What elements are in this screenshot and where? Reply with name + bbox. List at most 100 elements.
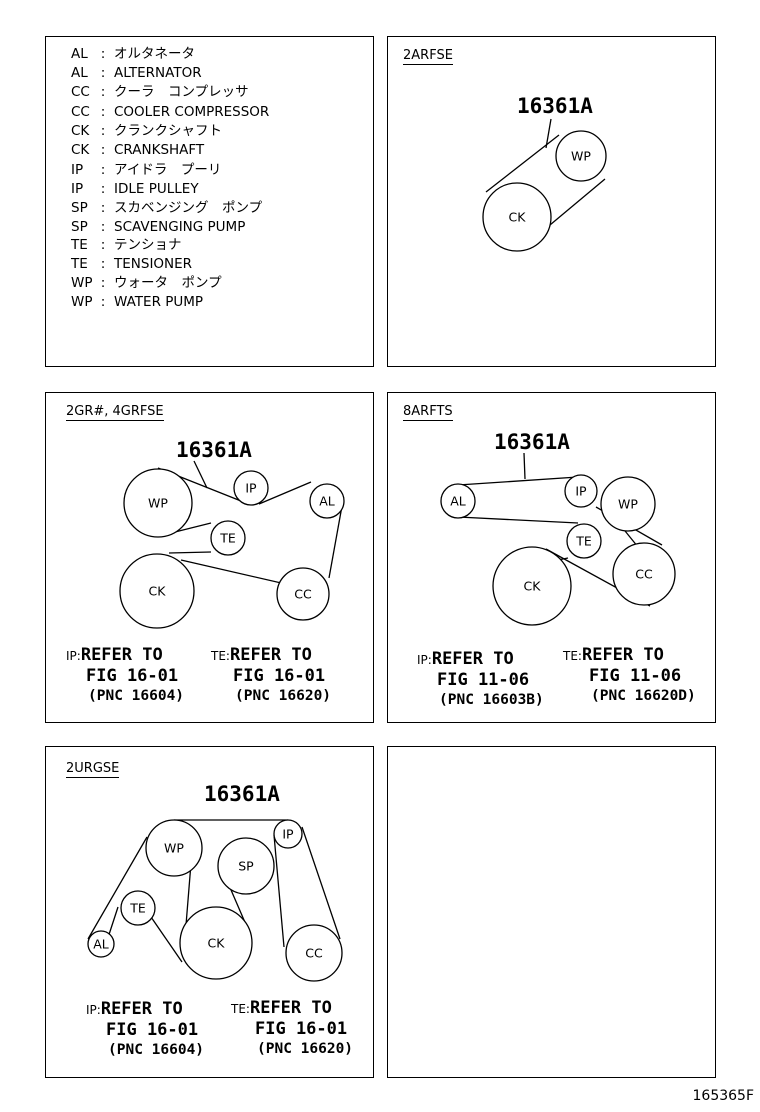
pulley-label-wp: WP <box>164 841 184 856</box>
cooler-compressor-pulley <box>285 924 343 982</box>
legend-description: テンショナ <box>114 237 182 253</box>
pulley-label-ip: IP <box>282 827 294 842</box>
engine-label: 2URGSE <box>66 761 120 778</box>
water-pump-pulley <box>123 468 193 538</box>
leader-line <box>193 460 208 489</box>
belt-segment <box>87 836 148 940</box>
engine-label: 8ARFTS <box>403 404 453 421</box>
reference-note-te: TE:REFER TO FIG 11-06 (PNC 16620D) <box>563 645 696 706</box>
legend-code: WP <box>71 294 93 310</box>
part-number-label: 16361A <box>517 94 593 118</box>
legend-code: CC <box>71 104 90 120</box>
crankshaft-pulley <box>179 906 253 980</box>
belt-segment <box>328 505 343 579</box>
pulley-label-cc: CC <box>635 567 653 582</box>
legend-description: WATER PUMP <box>114 294 204 310</box>
part-number-label: 16361A <box>176 438 252 462</box>
legend-colon: : <box>100 46 106 62</box>
water-pump-pulley <box>145 819 203 877</box>
belt-segment <box>168 551 212 554</box>
pulley-label-ip: IP <box>245 481 257 496</box>
tensioner-pulley <box>210 520 246 556</box>
note-line: FIG 16-01 <box>255 1019 348 1039</box>
note-prefix: IP: <box>417 653 432 667</box>
legend-description: アイドラ プーリ <box>114 162 222 178</box>
reference-note-ip: IP:REFER TO FIG 11-06 (PNC 16603B) <box>417 649 544 710</box>
note-line: REFER TO <box>229 645 312 665</box>
note-pnc: (PNC 16604) <box>108 1042 205 1058</box>
engine-panel-2gr-4grfse: 2GR#, 4GRFSE 16361A WP IP AL TE CK CC IP… <box>45 392 374 723</box>
reference-note-te: TE:REFER TO FIG 16-01 (PNC 16620) <box>211 645 331 706</box>
note-line: FIG 11-06 <box>589 666 682 686</box>
belt-segment <box>258 481 312 505</box>
belt-segment <box>457 516 579 524</box>
note-line: REFER TO <box>581 645 664 665</box>
water-pump-pulley <box>555 130 607 182</box>
part-number-label: 16361A <box>494 430 570 454</box>
legend-colon: : <box>100 237 106 253</box>
idle-pulley <box>273 819 303 849</box>
legend-description: COOLER COMPRESSOR <box>114 104 270 120</box>
legend-panel: AL:オルタネータ AL:ALTERNATOR CC:クーラ コンプレッサ CC… <box>45 36 374 367</box>
belt-diagram-2urgse: 16361A WP IP SP TE AL CK CC <box>87 782 343 982</box>
water-pump-pulley <box>600 476 656 532</box>
legend-description: IDLE PULLEY <box>114 181 199 197</box>
legend-colon: : <box>100 162 106 178</box>
pulley-label-wp: WP <box>618 497 638 512</box>
legend-description: ウォータ ポンプ <box>114 275 222 291</box>
pulley-label-ck: CK <box>524 579 542 594</box>
pulley-label-sp: SP <box>238 859 254 874</box>
legend-code: AL <box>71 65 88 81</box>
crankshaft-pulley <box>492 546 572 626</box>
note-pnc: (PNC 16620) <box>235 688 332 704</box>
alternator-pulley <box>87 930 115 958</box>
note-prefix: IP: <box>66 649 81 663</box>
legend-code: CK <box>71 142 90 158</box>
legend-colon: : <box>100 123 106 139</box>
note-line: REFER TO <box>100 999 183 1019</box>
note-line: FIG 16-01 <box>86 666 179 686</box>
pulley-label-ck: CK <box>208 936 226 951</box>
note-line: REFER TO <box>249 998 332 1018</box>
engine-panel-2urgse: 2URGSE 16361A WP IP SP TE AL CK CC IP:RE… <box>45 746 374 1078</box>
legend-colon: : <box>100 84 106 100</box>
pulley-label-ck: CK <box>509 210 527 225</box>
legend-code: TE <box>71 237 88 253</box>
pulley-label-cc: CC <box>294 587 312 602</box>
leader-line <box>545 118 552 149</box>
cooler-compressor-pulley <box>612 542 676 606</box>
legend-colon: : <box>100 200 106 216</box>
legend-description: クランクシャフト <box>114 123 222 139</box>
legend-code: SP <box>71 200 88 216</box>
tensioner-pulley <box>566 523 602 559</box>
engine-label: 2ARFSE <box>403 48 453 65</box>
legend-code: CK <box>71 123 90 139</box>
empty-panel <box>387 746 716 1078</box>
crankshaft-pulley <box>482 182 552 252</box>
legend-description: スカベンジング ポンプ <box>114 200 263 216</box>
belt-diagram-2arfse: 16361A WP CK <box>482 94 607 252</box>
pulley-label-te: TE <box>129 901 146 916</box>
note-pnc: (PNC 16603B) <box>439 692 544 708</box>
belt-segment <box>150 916 183 963</box>
note-prefix: IP: <box>86 1003 101 1017</box>
note-pnc: (PNC 16620) <box>257 1041 354 1057</box>
pulley-label-ip: IP <box>575 484 587 499</box>
pulley-label-al: AL <box>450 494 466 509</box>
engine-panel-2arfse: 2ARFSE 16361A WP CK <box>387 36 716 367</box>
pulley-label-ck: CK <box>149 584 167 599</box>
legend-code: AL <box>71 46 88 62</box>
legend-code: IP <box>71 162 84 178</box>
legend-colon: : <box>100 275 106 291</box>
legend-description: TENSIONER <box>114 256 193 272</box>
note-prefix: TE: <box>211 649 230 663</box>
legend-colon: : <box>100 181 106 197</box>
idle-pulley <box>233 470 269 506</box>
note-pnc: (PNC 16604) <box>88 688 185 704</box>
reference-note-te: TE:REFER TO FIG 16-01 (PNC 16620) <box>231 998 353 1059</box>
legend-colon: : <box>100 65 106 81</box>
note-prefix: TE: <box>231 1002 250 1016</box>
note-line: FIG 11-06 <box>437 670 530 690</box>
belt-diagram-2gr-4grfse: 16361A WP IP AL TE CK CC <box>119 438 345 629</box>
idle-pulley <box>564 474 598 508</box>
